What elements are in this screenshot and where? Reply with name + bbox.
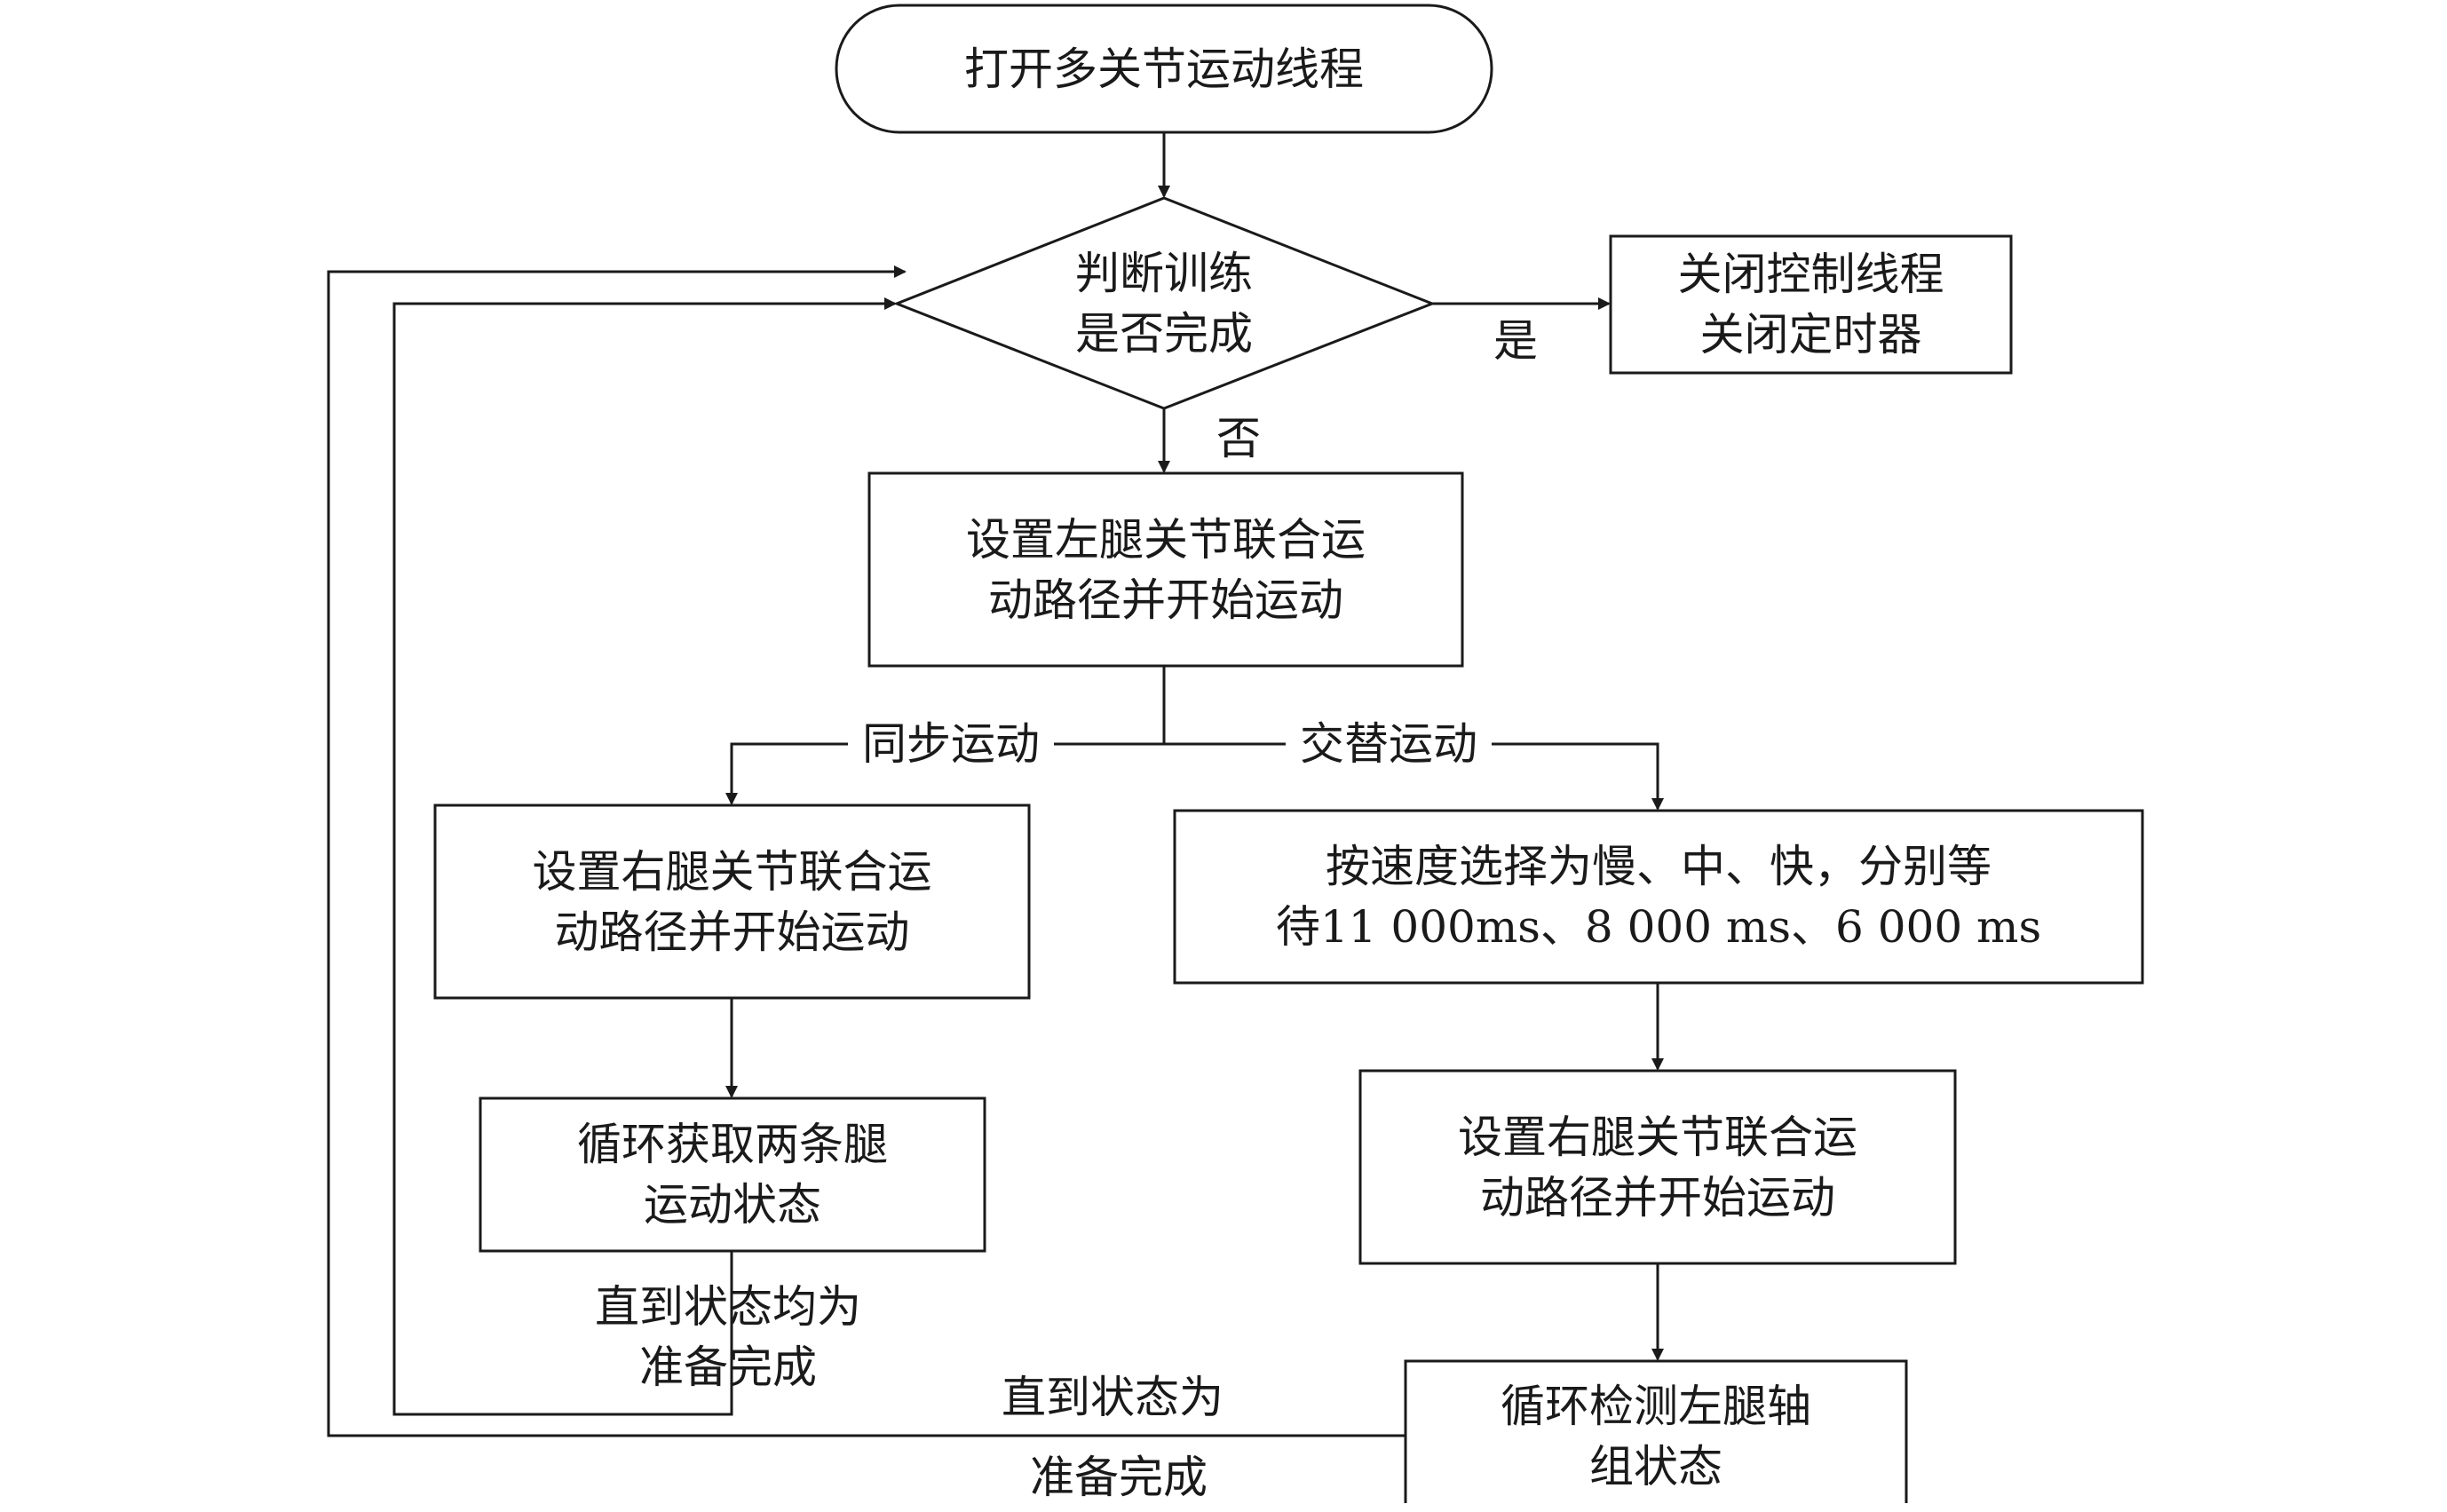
start-terminal: 打开多关节运动线程 [964, 43, 1364, 95]
left-leg-path-box: 设置左腿关节联合运 动路径并开始运动 [966, 513, 1366, 626]
edge-looplft-return [327, 265, 1406, 1437]
label-sync: 同步运动 [848, 714, 1054, 774]
label-no: 否 [1216, 413, 1261, 464]
label-until-ready-line1: 直到状态为 [1002, 1372, 1224, 1423]
speed-wait-box: 按速度选择为慢、中、快，分别等 待11 000ms、8 000 ms、6 000… [1275, 841, 2042, 953]
left-leg-box-shape [867, 471, 1464, 668]
label-yes: 是 [1493, 315, 1538, 367]
edge-loopboth-return [392, 297, 897, 1416]
right-leg-sync-box: 设置右腿关节联合运 动路径并开始运动 [532, 845, 932, 958]
close-box-shape [1609, 234, 2013, 375]
label-alternate: 交替运动 [1286, 714, 1492, 774]
label-until-ready-line2: 准备完成 [1030, 1452, 1208, 1503]
loop-both-legs-box: 循环获取两条腿 运动状态 [577, 1119, 888, 1231]
loop-left-axis-box: 循环检测左腿轴 组状态 [1501, 1381, 1811, 1492]
close-threads-box: 关闭控制线程 关闭定时器 [1677, 249, 1944, 360]
decision-training-complete: 判断训练 是否完成 [1075, 248, 1253, 360]
label-until-both-ready: 直到状态均为 准备完成 [595, 1281, 861, 1393]
right-leg-alt-box: 设置右腿关节联合运 动路径并开始运动 [1458, 1111, 1857, 1223]
